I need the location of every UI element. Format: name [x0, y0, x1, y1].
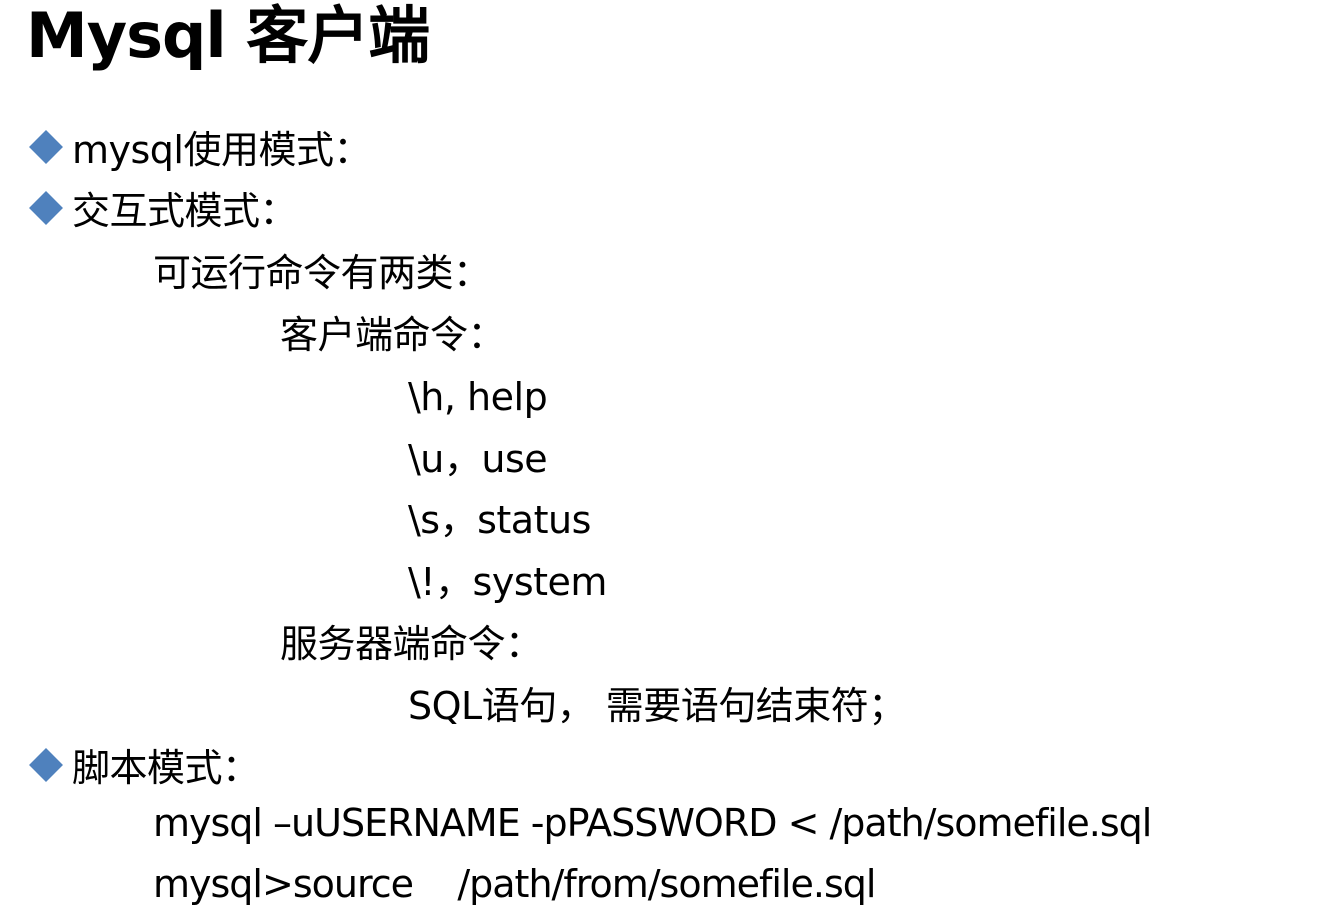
diamond-bullet-icon — [29, 748, 63, 782]
script-command-source: mysql>source /path/from/somefile.sql — [153, 862, 876, 906]
bullet-text: 脚本模式： — [72, 746, 260, 790]
client-command-system: \!，system — [408, 560, 607, 604]
script-command-redirect: mysql –uUSERNAME -pPASSWORD < /path/some… — [153, 801, 1152, 845]
bullet-item-interactive-mode: 交互式模式： — [26, 186, 298, 236]
client-command-help: \h, help — [408, 375, 548, 419]
client-command-status: \s，status — [408, 498, 591, 542]
server-command-sql: SQL语句， 需要语句结束符； — [408, 684, 906, 728]
bullet-item-script-mode: 脚本模式： — [26, 743, 260, 793]
client-command-use: \u，use — [408, 437, 548, 481]
server-commands-heading: 服务器端命令： — [280, 622, 543, 666]
bullet-text: mysql使用模式： — [72, 128, 371, 172]
command-types-heading: 可运行命令有两类： — [153, 251, 491, 295]
slide-title: Mysql 客户端 — [26, 0, 430, 72]
diamond-bullet-icon — [29, 130, 63, 164]
bullet-item-usage-modes: mysql使用模式： — [26, 125, 371, 175]
diamond-bullet-icon — [29, 191, 63, 225]
bullet-text: 交互式模式： — [72, 189, 298, 233]
client-commands-heading: 客户端命令： — [280, 313, 506, 357]
